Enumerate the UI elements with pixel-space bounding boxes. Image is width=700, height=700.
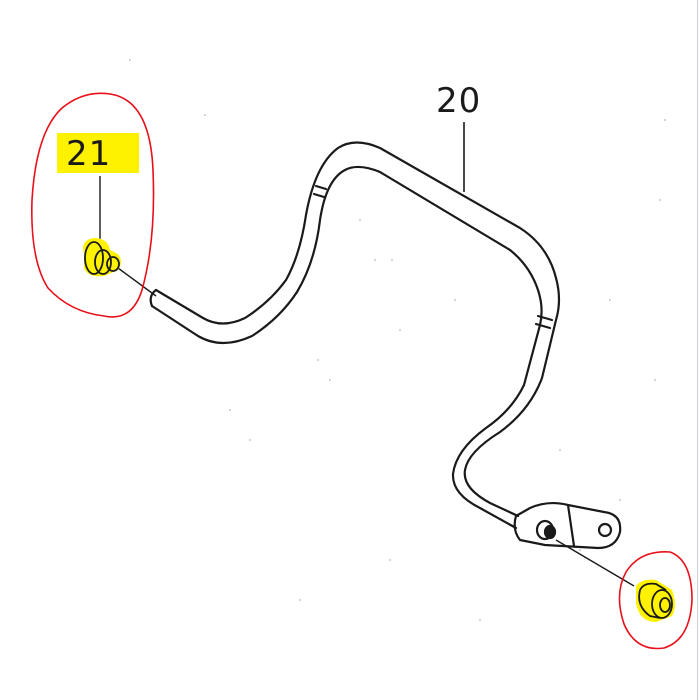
connection-line-right [555,539,635,587]
connection-line-left [117,267,157,297]
callout-label-21: 21 [66,134,112,174]
red-annotation-circles [31,92,693,650]
grommet-part-21-right [636,579,675,622]
mounting-bracket [513,501,622,550]
red-circle-left [31,92,155,318]
pipe-part-20 [149,141,561,530]
highlight-21 [57,133,139,173]
frame-border [697,0,698,700]
scan-specks [129,59,666,621]
grommet-part-21-left [83,238,121,277]
red-circle-right [618,551,693,650]
callout-label-20: 20 [436,81,482,121]
